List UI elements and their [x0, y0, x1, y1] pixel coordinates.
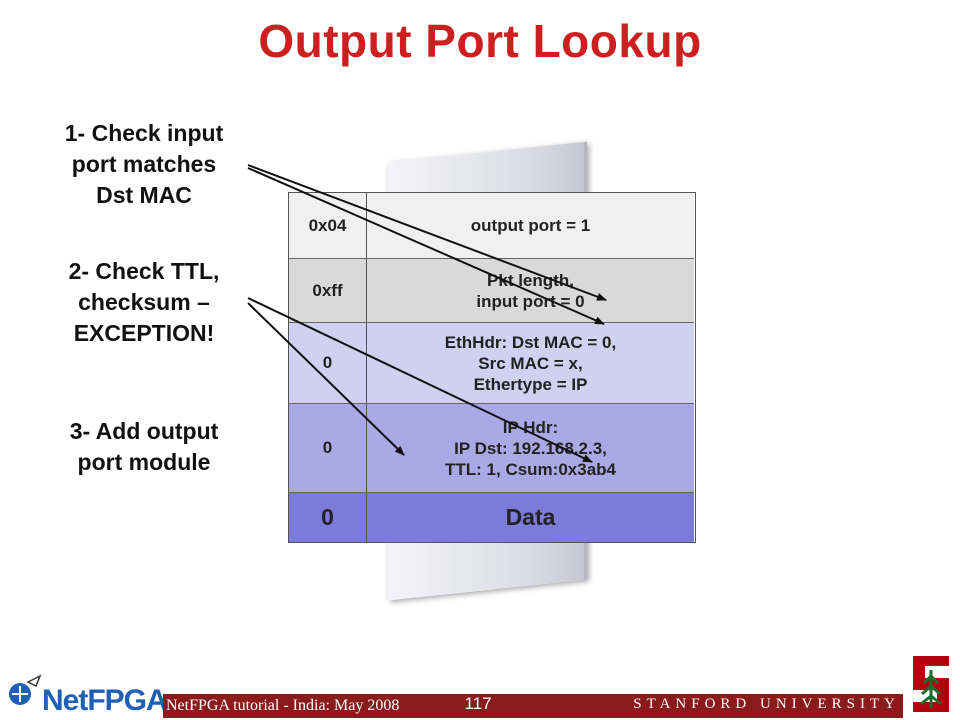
footer-tutorial-text: NetFPGA tutorial - India: May 2008 [166, 697, 400, 714]
row-content: output port = 1 [470, 216, 591, 235]
packet-row-eth-header: 0 EthHdr: Dst MAC = 0, Src MAC = x, Ethe… [289, 323, 694, 404]
packet-row-ip-header: 0 IP Hdr: IP Dst: 192.168.2.3, TTL: 1, C… [289, 404, 694, 493]
netfpga-logo-text: NetFPGA [42, 684, 168, 717]
row-content: Data [505, 504, 556, 530]
stanford-s-logo-icon [913, 656, 949, 712]
packet-row-data: 0 Data [289, 493, 694, 542]
packet-row-io-header: 0xff Pkt length, input port = 0 [289, 259, 694, 323]
row-ctrl-value: 0 [289, 493, 367, 542]
packet-table: 0x04 output port = 1 0xff Pkt length, in… [288, 192, 696, 543]
netfpga-logo-icon [9, 674, 42, 705]
slide-title: Output Port Lookup [258, 15, 702, 67]
footer-bar [163, 694, 903, 718]
row-ctrl-value: 0 [289, 323, 367, 403]
row-content: Pkt length, input port = 0 [476, 270, 585, 311]
step-3-label: 3- Add output port module [69, 418, 219, 475]
stanford-university-text: STANFORD UNIVERSITY [633, 696, 900, 712]
row-content: EthHdr: Dst MAC = 0, Src MAC = x, Ethert… [444, 332, 617, 394]
row-ctrl-value: 0 [289, 404, 367, 492]
row-ctrl-value: 0x04 [289, 193, 367, 258]
step-1-label: 1- Check input port matches Dst MAC [64, 120, 224, 208]
step-2-label: 2- Check TTL, checksum – EXCEPTION! [68, 258, 220, 346]
slide-number: 117 [464, 694, 492, 713]
row-content: IP Hdr: IP Dst: 192.168.2.3, TTL: 1, Csu… [445, 417, 616, 479]
packet-row-module-header: 0x04 output port = 1 [289, 193, 694, 259]
row-ctrl-value: 0xff [289, 259, 367, 322]
